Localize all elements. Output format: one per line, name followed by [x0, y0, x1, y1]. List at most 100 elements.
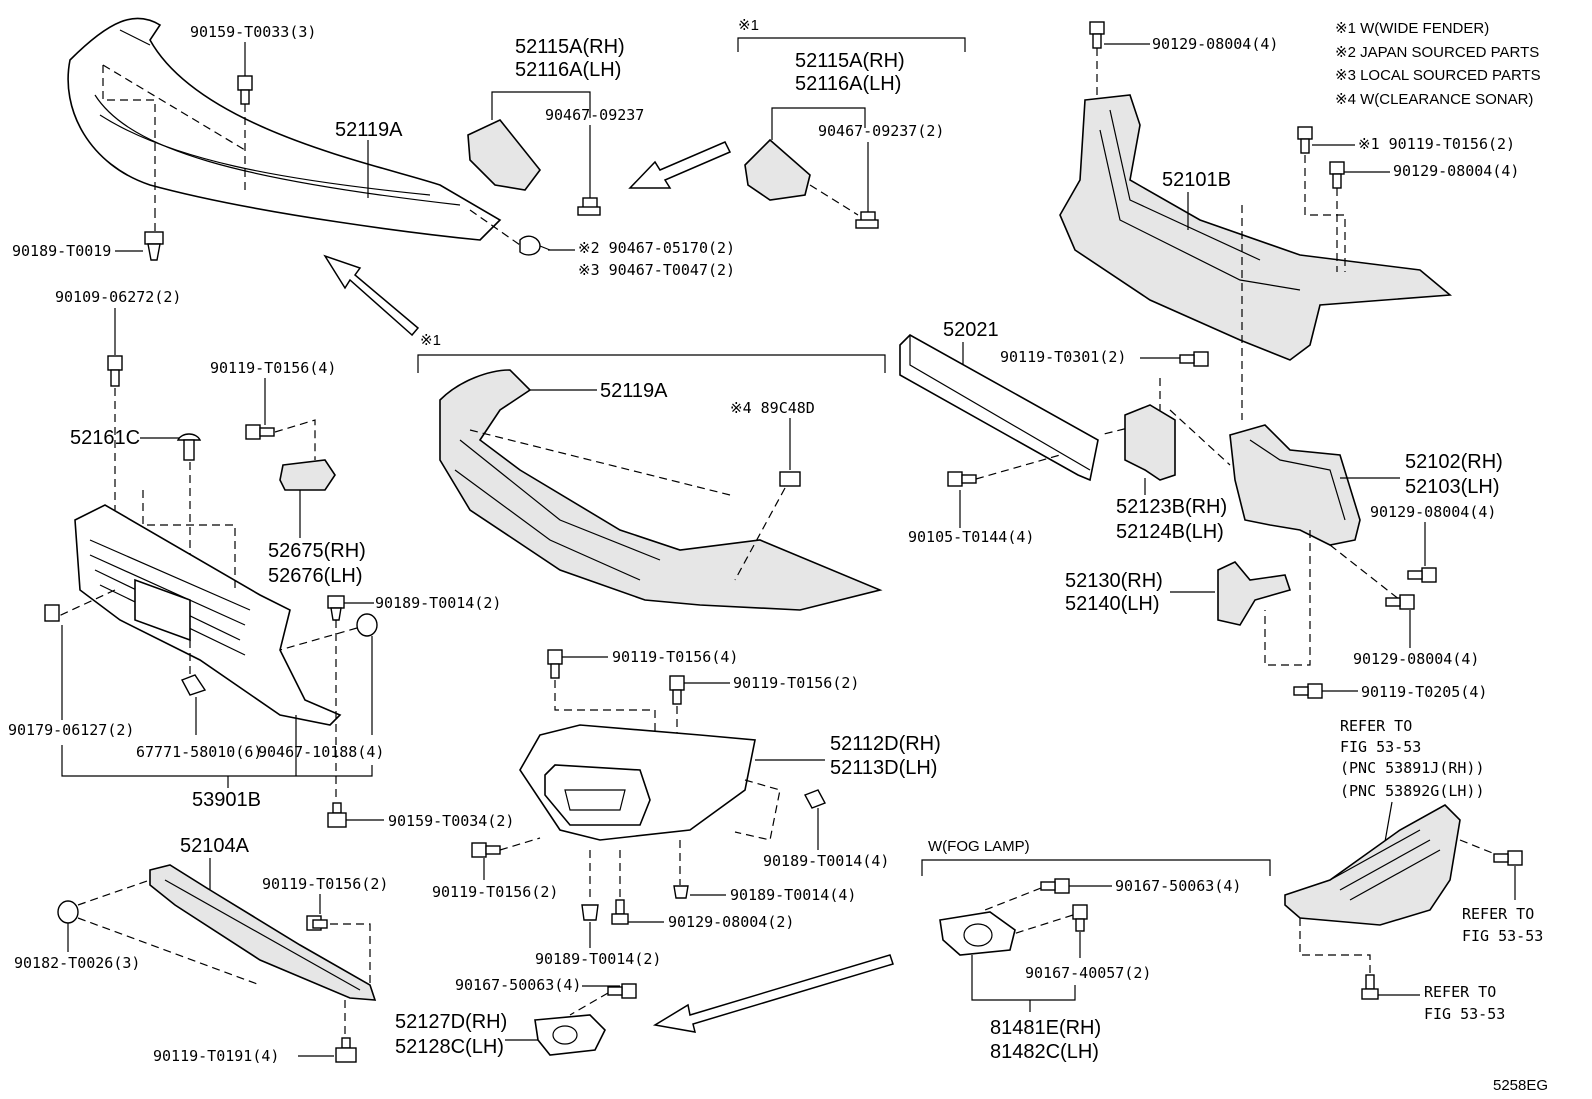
part-52103: 52103(LH) [1405, 476, 1500, 498]
bolt-icon [1179, 351, 1209, 367]
clip-icon [44, 604, 60, 622]
part-90119-T0156-2c: 90119-T0156(2) [262, 875, 388, 893]
bolt-icon [1072, 904, 1088, 932]
clip-icon [144, 231, 164, 261]
part-90129-08004-r2: 90129-08004(4) [1393, 162, 1519, 180]
part-90467-09237-right: 90467-09237(2) [818, 122, 944, 140]
part-52104A: 52104A [180, 835, 250, 857]
clip-icon [581, 904, 599, 921]
part-52113D: 52113D(LH) [830, 757, 937, 779]
refer-3-line-b: FIG 53-53 [1424, 1005, 1505, 1023]
note-1: ※1 W(WIDE FENDER) [1335, 20, 1489, 37]
bolt-icon [607, 983, 637, 999]
part-90189-T0014-2b: 90189-T0014(2) [535, 950, 661, 968]
part-90119-T0156-wf: ※1 90119-T0156(2) [1358, 135, 1515, 153]
part-90129-08004-top: 90129-08004(4) [1152, 35, 1278, 53]
bolt-icon [611, 899, 629, 925]
notes-legend: ※1 W(WIDE FENDER) ※2 JAPAN SOURCED PARTS… [1335, 20, 1541, 108]
note-3: ※3 LOCAL SOURCED PARTS [1335, 67, 1541, 84]
refer-1-line-d: (PNC 53892G(LH)) [1340, 782, 1485, 800]
part-90189-T0014-4a: 90189-T0014(4) [763, 852, 889, 870]
clip-icon [176, 433, 202, 461]
part-90179-06127: 90179-06127(2) [8, 721, 134, 739]
part-52127D: 52127D(RH) [395, 1011, 507, 1033]
bolt-icon [1329, 161, 1345, 189]
bolt-icon [669, 675, 685, 705]
part-52115A-right: 52115A(RH) [795, 50, 905, 72]
part-90119-T0205: 90119-T0205(4) [1361, 683, 1487, 701]
part-52102: 52102(RH) [1405, 451, 1503, 473]
part-90129-08004-2: 90129-08004(2) [668, 913, 794, 931]
bolt-icon [547, 649, 563, 679]
bolt-icon [1089, 21, 1105, 49]
part-52021: 52021 [943, 319, 999, 341]
bolt-icon [327, 802, 347, 828]
part-52116A-right: 52116A(LH) [795, 73, 901, 95]
refer-2-line-b: FIG 53-53 [1462, 927, 1543, 945]
part-90105-T0144: 90105-T0144(4) [908, 528, 1034, 546]
note-2: ※2 JAPAN SOURCED PARTS [1335, 44, 1539, 61]
part-52119A-mid: 52119A [600, 380, 668, 402]
bolt-icon [306, 915, 328, 931]
bolt-icon [1040, 878, 1070, 894]
clip-icon [327, 595, 345, 621]
part-52115A-left: 52115A(RH) [515, 36, 625, 58]
figure-code: 5258EG [1493, 1077, 1548, 1094]
pushpin-icon [519, 235, 551, 256]
part-52675: 52675(RH) [268, 540, 366, 562]
part-90189-T0014-2a: 90189-T0014(2) [375, 594, 501, 612]
part-90119-T0301: 90119-T0301(2) [1000, 348, 1126, 366]
bolt-icon [1407, 567, 1437, 583]
part-52123B: 52123B(RH) [1116, 496, 1227, 518]
part-67771-58010: 67771-58010(6) [136, 743, 262, 761]
bolt-icon [1385, 594, 1415, 610]
refer-1-line-c: (PNC 53891J(RH)) [1340, 759, 1485, 777]
refer-1-line-a: REFER TO [1340, 717, 1412, 735]
part-53901B: 53901B [192, 789, 261, 811]
bolt-icon [1361, 974, 1379, 1000]
part-52119A-top: 52119A [335, 119, 403, 141]
grommet-icon [356, 613, 378, 637]
part-52130: 52130(RH) [1065, 570, 1163, 592]
part-52116A-left: 52116A(LH) [515, 59, 621, 81]
refer-3-line-a: REFER TO [1424, 983, 1496, 1001]
part-90167-50063-b: 90167-50063(4) [1115, 877, 1241, 895]
nut-icon [57, 900, 79, 924]
part-90119-T0156-2b: 90119-T0156(2) [432, 883, 558, 901]
fog-lamp-group-label: W(FOG LAMP) [928, 838, 1030, 855]
arrow-icon [323, 254, 420, 337]
refer-1-line-b: FIG 53-53 [1340, 738, 1421, 756]
part-90467-10188: 90467-10188(4) [258, 743, 384, 761]
part-90189-T0014-4b: 90189-T0014(4) [730, 886, 856, 904]
note-4: ※4 W(CLEARANCE SONAR) [1335, 91, 1533, 108]
part-52161C: 52161C [70, 427, 140, 449]
part-81481E: 81481E(RH) [990, 1017, 1101, 1039]
bumper-cover-top [67, 17, 502, 241]
part-90129-08004-r4: 90129-08004(4) [1353, 650, 1479, 668]
part-90119-T0156-4a: 90119-T0156(4) [210, 359, 336, 377]
bolt-icon [335, 1037, 357, 1063]
part-90119-T0191: 90119-T0191(4) [153, 1047, 279, 1065]
refer-2-line-a: REFER TO [1462, 905, 1534, 923]
part-90119-T0156-4b: 90119-T0156(4) [612, 648, 738, 666]
clip-icon [804, 789, 826, 809]
wide-fender-mark-mid: ※1 [420, 332, 441, 349]
bolt-icon [1293, 683, 1323, 699]
wide-fender-mark-top: ※1 [738, 17, 759, 34]
clip-icon [181, 674, 207, 696]
bolt-icon [237, 75, 253, 105]
part-90182-T0026: 90182-T0026(3) [14, 954, 140, 972]
part-90467-T0047: ※3 90467-T0047(2) [578, 261, 735, 279]
part-90109-06272: 90109-06272(2) [55, 288, 181, 306]
part-89C48D: ※4 89C48D [730, 399, 815, 417]
arrow-icon [652, 954, 894, 1033]
bolt-icon [1297, 126, 1313, 154]
part-52128C: 52128C(LH) [395, 1036, 504, 1058]
bolt-icon [855, 211, 879, 229]
part-81482C: 81482C(LH) [990, 1041, 1099, 1063]
sonar-bracket-icon [779, 471, 801, 487]
part-52140: 52140(LH) [1065, 593, 1160, 615]
part-90167-40057: 90167-40057(2) [1025, 964, 1151, 982]
part-52101B: 52101B [1162, 169, 1231, 191]
part-90167-50063-a: 90167-50063(4) [455, 976, 581, 994]
